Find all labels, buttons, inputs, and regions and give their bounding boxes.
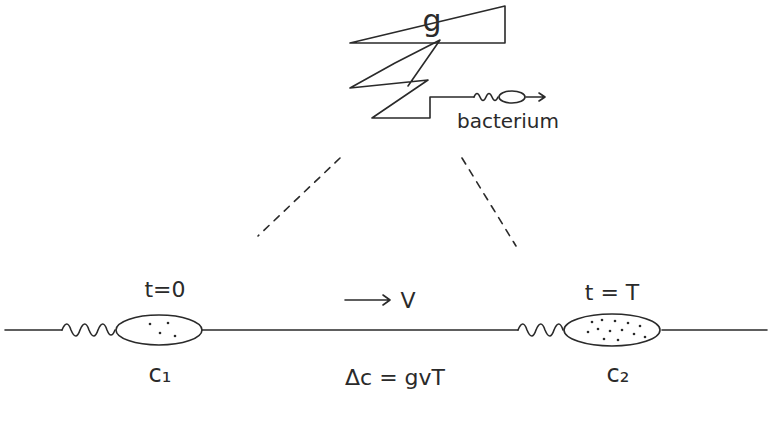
time-label: t=0	[144, 278, 185, 302]
concentration-label: c₂	[607, 361, 630, 387]
direction-arrow	[526, 93, 545, 101]
bacterium-label: bacterium	[457, 110, 559, 132]
bacterium-body	[116, 315, 202, 345]
bacterium-body	[499, 91, 525, 103]
zoom-line	[258, 158, 340, 236]
track-line	[5, 329, 767, 331]
concentration-label: c₁	[149, 361, 172, 387]
molecule-dots	[587, 319, 647, 342]
flagellum	[474, 94, 498, 101]
random-walk-path	[350, 40, 474, 118]
flagellum	[518, 324, 563, 336]
velocity-label: V	[400, 289, 415, 313]
time-label: t = T	[585, 281, 639, 305]
molecule-dots	[149, 322, 177, 338]
zoom-line	[462, 158, 516, 246]
velocity-arrow	[345, 295, 390, 305]
gradient-label: g	[422, 4, 441, 37]
flagellum	[62, 324, 115, 336]
concentration-change-label: Δc = gvT	[345, 366, 445, 390]
bacterium-body	[564, 314, 660, 346]
